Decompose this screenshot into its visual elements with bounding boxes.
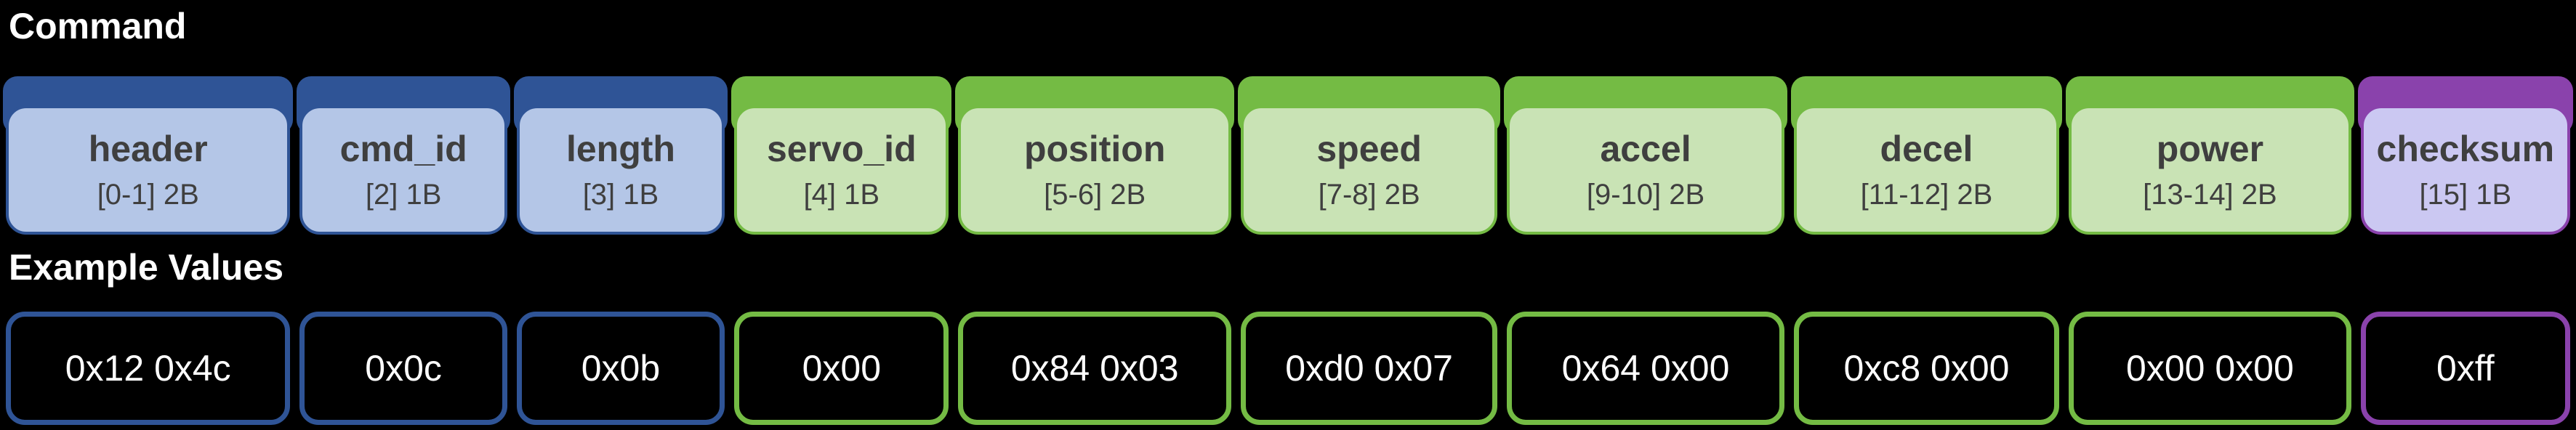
field-cell-speed: speed [7-8] 2B (1237, 76, 1501, 235)
value-cell-speed: 0xd0 0x07 (1240, 312, 1498, 425)
field-byte-range: [2] 1B (365, 179, 442, 211)
field-box: decel [11-12] 2B (1793, 105, 2060, 235)
field-box: cmd_id [2] 1B (299, 105, 507, 235)
field-label: power (2156, 129, 2264, 169)
field-box: speed [7-8] 2B (1240, 105, 1498, 235)
field-example-value: 0xff (2436, 348, 2495, 389)
field-label: servo_id (766, 129, 917, 169)
value-cell-accel: 0x64 0x00 (1507, 312, 1784, 425)
value-cell-length: 0x0b (516, 312, 725, 425)
field-cell-cmd_id: cmd_id [2] 1B (297, 76, 510, 235)
field-box: position [5-6] 2B (958, 105, 1231, 235)
field-example-value: 0x00 0x00 (2126, 348, 2294, 389)
field-label: header (88, 129, 208, 169)
value-row: 0x12 0x4c 0x0c 0x0b 0x00 0x84 0x03 0xd0 … (6, 312, 2570, 425)
example-values-section-title: Example Values (9, 247, 284, 288)
value-cell-position: 0x84 0x03 (958, 312, 1231, 425)
field-byte-range: [7-8] 2B (1318, 179, 1420, 211)
field-box: checksum [15] 1B (2360, 105, 2570, 235)
field-byte-range: [4] 1B (803, 179, 880, 211)
field-byte-range: [3] 1B (582, 179, 659, 211)
field-example-value: 0xc8 0x00 (1843, 348, 2010, 389)
field-byte-range: [9-10] 2B (1586, 179, 1705, 211)
field-label: position (1023, 129, 1166, 169)
field-example-value: 0x0c (365, 348, 442, 389)
field-row: header [0-1] 2B cmd_id [2] 1B length [3]… (3, 76, 2573, 235)
field-cell-decel: decel [11-12] 2B (1790, 76, 2063, 235)
field-box: length [3] 1B (516, 105, 725, 235)
field-cell-power: power [13-14] 2B (2066, 76, 2354, 235)
field-byte-range: [0-1] 2B (97, 179, 199, 211)
field-cell-header: header [0-1] 2B (3, 76, 294, 235)
field-example-value: 0x84 0x03 (1010, 348, 1179, 389)
field-label: checksum (2376, 129, 2555, 169)
field-example-value: 0x64 0x00 (1561, 348, 1730, 389)
field-box: header [0-1] 2B (6, 105, 291, 235)
field-box: accel [9-10] 2B (1507, 105, 1784, 235)
command-section-title: Command (9, 6, 187, 46)
field-cell-accel: accel [9-10] 2B (1504, 76, 1787, 235)
field-cell-position: position [5-6] 2B (955, 76, 1234, 235)
field-cell-length: length [3] 1B (513, 76, 728, 235)
field-byte-range: [11-12] 2B (1860, 179, 1993, 211)
value-cell-power: 0x00 0x00 (2069, 312, 2351, 425)
field-label: decel (1880, 129, 1973, 169)
field-box: servo_id [4] 1B (734, 105, 949, 235)
field-byte-range: [15] 1B (2419, 179, 2512, 211)
value-cell-checksum: 0xff (2360, 312, 2570, 425)
field-example-value: 0xd0 0x07 (1285, 348, 1453, 389)
field-example-value: 0x12 0x4c (65, 348, 231, 389)
field-label: accel (1600, 129, 1691, 169)
field-label: cmd_id (339, 129, 467, 169)
field-byte-range: [13-14] 2B (2143, 179, 2277, 211)
field-label: length (565, 129, 675, 169)
field-box: power [13-14] 2B (2069, 105, 2351, 235)
field-label: speed (1316, 129, 1422, 169)
field-cell-servo_id: servo_id [4] 1B (731, 76, 952, 235)
field-byte-range: [5-6] 2B (1044, 179, 1146, 211)
value-cell-decel: 0xc8 0x00 (1793, 312, 2060, 425)
value-cell-cmd_id: 0x0c (299, 312, 507, 425)
value-cell-header: 0x12 0x4c (6, 312, 291, 425)
field-cell-checksum: checksum [15] 1B (2357, 76, 2573, 235)
field-example-value: 0x00 (802, 348, 882, 389)
value-cell-servo_id: 0x00 (734, 312, 949, 425)
field-example-value: 0x0b (581, 348, 661, 389)
